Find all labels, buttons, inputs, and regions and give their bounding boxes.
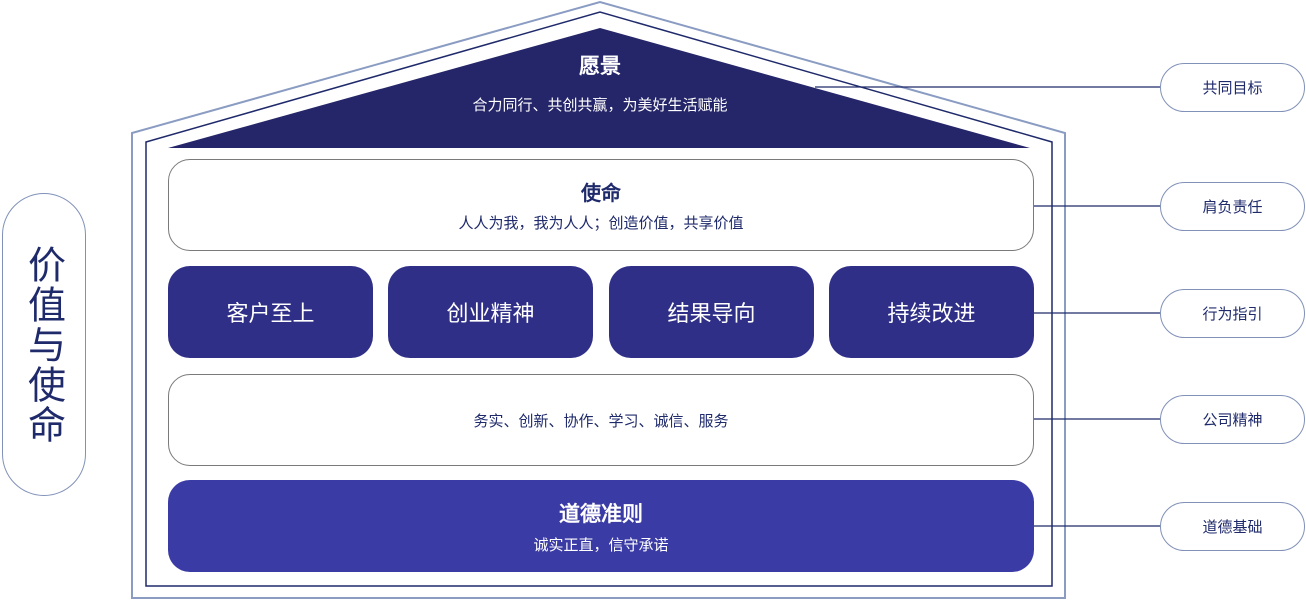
ethics-box: 道德准则 诚实正直，信守承诺 — [168, 480, 1034, 572]
vision-subtitle: 合力同行、共创共赢，为美好生活赋能 — [472, 96, 728, 114]
value-block: 结果导向 — [609, 266, 814, 358]
vision-title: 愿景 — [579, 54, 621, 78]
side-label: 价值与使命 — [21, 244, 66, 445]
side-label-pill: 价值与使命 — [2, 193, 86, 496]
connector-lines — [815, 86, 1160, 527]
tag-pill: 共同目标 — [1160, 63, 1305, 112]
ethics-subtitle: 诚实正直，信守承诺 — [533, 535, 669, 554]
ethics-title: 道德准则 — [559, 501, 643, 526]
mission-subtitle: 人人为我，我为人人；创造价值，共享价值 — [458, 214, 744, 232]
spirit-text: 务实、创新、协作、学习、诚信、服务 — [473, 411, 729, 430]
vision-roof — [168, 28, 1030, 148]
tag-pill: 公司精神 — [1160, 395, 1305, 444]
value-block: 持续改进 — [829, 266, 1034, 358]
tag-pill: 道德基础 — [1160, 502, 1305, 551]
house-outer-outline — [131, 0, 1066, 599]
mission-title: 使命 — [581, 181, 621, 205]
spirit-box: 务实、创新、协作、学习、诚信、服务 — [168, 374, 1034, 466]
value-block: 客户至上 — [168, 266, 373, 358]
value-block: 创业精神 — [388, 266, 593, 358]
tag-pill: 行为指引 — [1160, 289, 1305, 338]
house-inner-outline — [145, 11, 1053, 587]
tag-pill: 肩负责任 — [1160, 182, 1305, 231]
mission-box: 使命 人人为我，我为人人；创造价值，共享价值 — [168, 159, 1034, 251]
